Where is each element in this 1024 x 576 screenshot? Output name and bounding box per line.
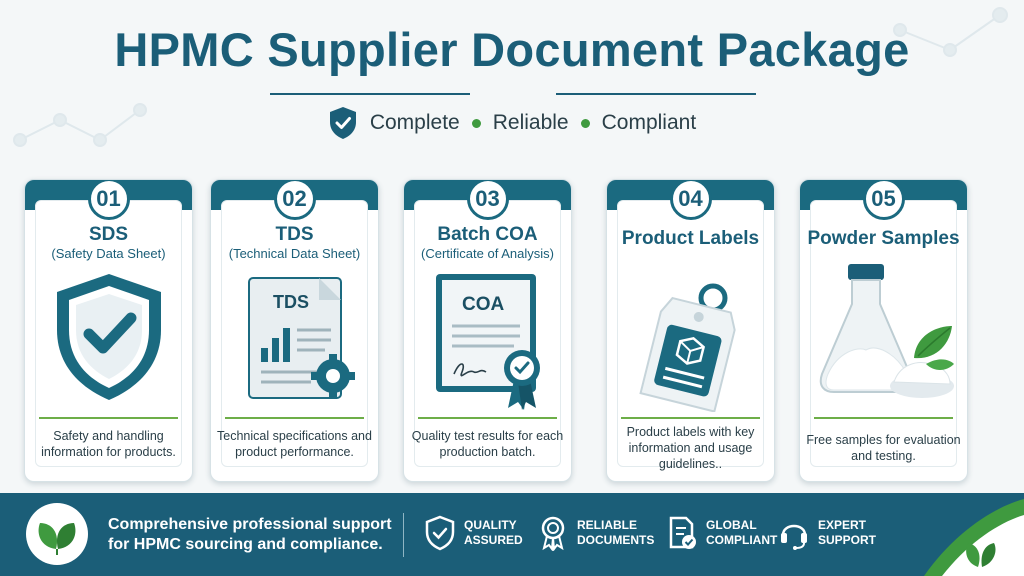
document-check-icon	[669, 516, 696, 549]
card-number-badge: 03	[466, 180, 509, 220]
card-tds: 02 TDS (Technical Data Sheet) TDS Techni…	[210, 179, 379, 482]
feature-reliable-documents: RELIABLE DOCUMENTS	[537, 515, 654, 551]
tagline-reliable: Reliable	[492, 111, 569, 134]
card-number-badge: 02	[273, 180, 316, 220]
feature-line2: ASSURED	[464, 533, 523, 547]
product-tag-icon	[639, 283, 736, 412]
card-description: Safety and handling information for prod…	[41, 429, 176, 459]
tagline-dot	[471, 118, 481, 128]
feature-label: GLOBAL COMPLIANT	[706, 518, 777, 548]
feature-quality-assured: QUALITY ASSURED	[424, 515, 523, 551]
corner-leaf-decoration	[924, 499, 1024, 576]
card-batch-coa: 03 Batch COA (Certificate of Analysis) C…	[403, 179, 572, 482]
feature-expert-support: EXPERT SUPPORT	[778, 515, 876, 551]
tagline-compliant: Compliant	[601, 111, 697, 134]
card-description: Quality test results for each production…	[411, 429, 564, 459]
card-divider	[814, 417, 953, 419]
tagline-row: Complete Reliable Compliant	[0, 106, 1024, 140]
feature-line1: RELIABLE	[577, 518, 637, 532]
card-number-badge: 01	[87, 180, 130, 220]
card-product-labels: 04 Product Labels Product labels with ke…	[606, 179, 775, 482]
card-subtitle: (Technical Data Sheet)	[228, 246, 361, 261]
card-subtitle: (Safety Data Sheet)	[51, 246, 166, 261]
card-number-badge: 05	[862, 180, 905, 220]
feature-line2: SUPPORT	[818, 533, 877, 547]
page-title: HPMC Supplier Document Package	[114, 23, 910, 76]
headset-icon	[781, 524, 807, 550]
card-divider	[39, 417, 178, 419]
shield-check-icon	[425, 515, 455, 551]
feature-line1: QUALITY	[464, 518, 517, 532]
feature-global-compliant: GLOBAL COMPLIANT	[666, 515, 777, 551]
card-title: TDS	[275, 224, 314, 245]
tds-doc-label: TDS	[273, 292, 309, 312]
feature-line2: DOCUMENTS	[577, 533, 655, 547]
feature-label: QUALITY ASSURED	[464, 518, 523, 548]
card-number-badge: 04	[669, 180, 712, 220]
certificate-icon: COA	[436, 274, 540, 410]
card-divider	[418, 417, 557, 419]
footer-logo	[26, 503, 88, 565]
footer-statement: Comprehensive professional support for H…	[108, 516, 392, 553]
title-rule-left	[270, 93, 470, 95]
shield-check-icon	[329, 107, 356, 139]
card-divider	[621, 417, 760, 419]
coa-doc-label: COA	[462, 294, 505, 315]
card-title: SDS	[88, 224, 129, 245]
card-description: Product labels with key information and …	[626, 425, 755, 471]
feature-label: RELIABLE DOCUMENTS	[577, 518, 654, 548]
tagline-dot	[580, 118, 590, 128]
card-sds: 01 SDS (Safety Data Sheet) Safety and ha…	[24, 179, 193, 482]
leaf-icon	[38, 523, 76, 555]
card-title: Powder Samples	[807, 228, 960, 249]
card-description: Free samples for evaluation and testing.	[806, 433, 961, 463]
card-title: Product Labels	[621, 228, 760, 249]
powder-flask-icon	[819, 264, 954, 398]
footer-banner: Comprehensive professional support for H…	[0, 493, 1024, 576]
card-divider	[225, 417, 364, 419]
tagline-complete: Complete	[369, 111, 460, 134]
card-title: Batch COA	[437, 224, 538, 245]
technical-document-icon: TDS	[248, 277, 355, 399]
footer-divider	[403, 513, 404, 557]
card-subtitle: (Certificate of Analysis)	[421, 246, 554, 261]
feature-line1: GLOBAL	[706, 518, 757, 532]
card-description: Technical specifications and product per…	[217, 429, 372, 459]
award-ribbon-icon	[541, 516, 565, 551]
feature-label: EXPERT SUPPORT	[818, 518, 876, 548]
feature-line2: COMPLIANT	[706, 533, 778, 547]
title-rule-right	[556, 93, 756, 95]
card-powder-samples: 05 Powder Samples Free samples for evalu…	[799, 179, 968, 482]
feature-line1: EXPERT	[818, 518, 867, 532]
shield-check-icon	[57, 274, 161, 400]
